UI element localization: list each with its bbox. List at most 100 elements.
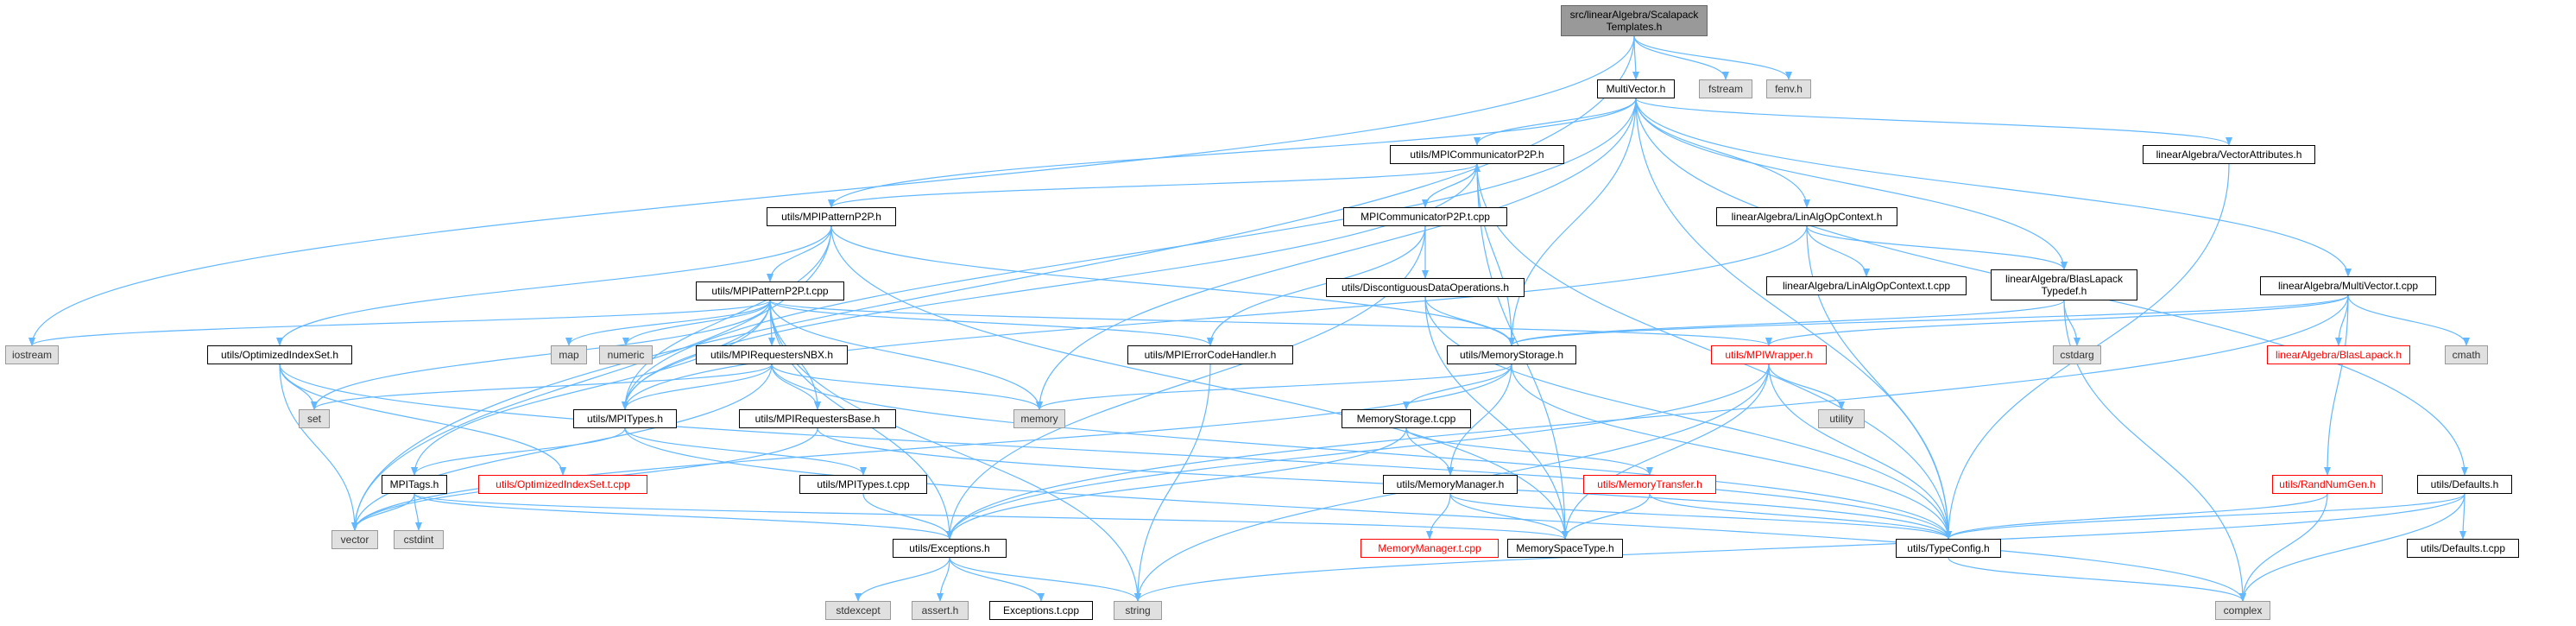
edge-multivector-to-commp2p	[1474, 98, 1637, 146]
node-mpi-pattern-p2p[interactable]: utils/MPIPatternP2P.h	[767, 207, 896, 226]
node-mpi-communicator-p2p[interactable]: utils/MPICommunicatorP2P.h	[1390, 145, 1564, 164]
edge-memstoraget-to-exceptions	[946, 427, 1407, 540]
edge-commp2p-to-memstorage	[1476, 163, 1515, 346]
edge-mvt-to-mpiwrapper	[1765, 294, 2349, 346]
edge-commp2pt-to-commp2p	[1424, 163, 1481, 208]
edge-memstorage-to-vector	[351, 364, 1512, 531]
edge-memstorage-to-typeconfig	[1511, 364, 1952, 540]
edge-patternp2pt-to-set	[311, 300, 771, 410]
edge-discont-to-memstorage	[1424, 296, 1515, 346]
node-stdexcept: stdexcept	[825, 601, 891, 620]
edge-reqnbx-to-set	[311, 364, 773, 410]
edge-root-to-fstream	[1633, 35, 1729, 80]
node-fstream: fstream	[1699, 79, 1752, 98]
edge-multivector-to-mpitypes	[622, 98, 1637, 410]
node-vector-attributes[interactable]: linearAlgebra/VectorAttributes.h	[2143, 145, 2315, 164]
edge-mvt-to-exceptions	[946, 294, 2349, 540]
edge-exceptions-to-asserth	[937, 557, 950, 602]
node-rand-num-gen[interactable]: utils/RandNumGen.h	[2272, 475, 2383, 494]
node-blaslapack[interactable]: linearAlgebra/BlasLapack.h	[2267, 345, 2410, 364]
edge-memstorage-to-memory	[1036, 364, 1512, 410]
node-mpi-types-t-cpp[interactable]: utils/MPITypes.t.cpp	[799, 475, 927, 494]
node-vector: vector	[331, 530, 378, 549]
node-cmath: cmath	[2445, 345, 2488, 364]
node-linalg-op-context-t-cpp[interactable]: linearAlgebra/LinAlgOpContext.t.cpp	[1766, 276, 1967, 295]
node-memory-manager[interactable]: utils/MemoryManager.h	[1383, 475, 1518, 494]
node-memory-transfer[interactable]: utils/MemoryTransfer.h	[1583, 475, 1716, 494]
node-type-config[interactable]: utils/TypeConfig.h	[1896, 539, 2001, 558]
node-mpi-requesters-nbx[interactable]: utils/MPIRequestersNBX.h	[696, 345, 848, 364]
edge-multivector-to-vecattr	[1635, 98, 2232, 146]
edge-reqnbx-to-memory	[771, 364, 1043, 410]
node-defaults[interactable]: utils/Defaults.h	[2417, 475, 2512, 494]
edge-memmanager-to-typeconfig	[1449, 493, 1952, 540]
node-memory-storage[interactable]: utils/MemoryStorage.h	[1447, 345, 1576, 364]
node-multivector[interactable]: MultiVector.h	[1597, 79, 1675, 98]
node-fenv: fenv.h	[1766, 79, 1811, 98]
node-mpi-pattern-p2p-t-cpp[interactable]: utils/MPIPatternP2P.t.cpp	[696, 281, 844, 300]
edge-root-to-vector	[351, 35, 1635, 531]
edge-mpitypes-to-mpitypest	[624, 427, 867, 476]
edge-linalgctx-to-blastypedef	[1806, 225, 2068, 270]
edge-mvt-to-randnum	[2324, 294, 2349, 476]
edge-memmanager-to-memmanagert	[1426, 493, 1451, 540]
node-exceptions-t-cpp[interactable]: Exceptions.t.cpp	[989, 601, 1093, 620]
node-cstdarg: cstdarg	[2053, 345, 2101, 364]
edge-mpiwrapper-to-memspacetype	[1562, 364, 1770, 540]
node-root-scalapack-templates[interactable]: src/linearAlgebra/Scalapack Templates.h	[1561, 5, 1708, 36]
node-optimized-index-set[interactable]: utils/OptimizedIndexSet.h	[207, 345, 352, 364]
edge-mpitypes-to-mpitags	[411, 427, 626, 476]
node-memory: memory	[1013, 409, 1065, 428]
edge-mpitypes-to-complex	[624, 427, 2246, 602]
edge-multivector-to-blastypedef	[1635, 98, 2068, 270]
edge-optidx-to-set	[279, 364, 318, 410]
node-discontiguous-data-operations[interactable]: utils/DiscontiguousDataOperations.h	[1326, 278, 1525, 297]
edge-root-to-multivector	[1632, 35, 1639, 80]
node-utility: utility	[1818, 409, 1865, 428]
edge-memstorage-to-memmanager	[1447, 364, 1512, 476]
node-mpi-communicator-p2p-t-cpp[interactable]: MPICommunicatorP2P.t.cpp	[1343, 207, 1507, 226]
node-defaults-t-cpp[interactable]: utils/Defaults.t.cpp	[2407, 539, 2519, 558]
edge-patternp2pt-to-errhandler	[769, 300, 1214, 346]
edge-memtransfer-to-typeconfig	[1649, 493, 1952, 540]
edge-multivector-to-typeconfig	[1635, 98, 1952, 540]
edge-discont-to-memspacetype	[1424, 296, 1569, 540]
node-map: map	[551, 345, 587, 364]
node-mpi-error-code-handler[interactable]: utils/MPIErrorCodeHandler.h	[1127, 345, 1293, 364]
node-linalg-op-context[interactable]: linearAlgebra/LinAlgOpContext.h	[1716, 207, 1897, 226]
edge-commp2pt-to-errhandler	[1207, 225, 1426, 346]
edge-discont-to-typeconfig	[1424, 296, 1952, 540]
node-mpi-requesters-base[interactable]: utils/MPIRequestersBase.h	[739, 409, 896, 428]
node-cstdint: cstdint	[394, 530, 444, 549]
edge-patternp2pt-to-iostream	[28, 300, 771, 346]
node-optimized-index-set-t-cpp[interactable]: utils/OptimizedIndexSet.t.cpp	[478, 475, 647, 494]
edge-linalgctx-to-linalgctxt	[1806, 225, 1870, 277]
node-exceptions[interactable]: utils/Exceptions.h	[893, 539, 1007, 558]
node-memory-space-type[interactable]: MemorySpaceType.h	[1507, 539, 1623, 558]
node-memory-manager-t-cpp[interactable]: MemoryManager.t.cpp	[1361, 539, 1499, 558]
edge-patternp2p-to-patternp2pt	[767, 225, 832, 282]
edge-multivector-to-memory	[1036, 98, 1637, 410]
node-mpi-wrapper[interactable]: utils/MPIWrapper.h	[1711, 345, 1827, 364]
edge-linalgctx-to-typeconfig	[1806, 225, 1952, 540]
node-mpi-tags[interactable]: MPITags.h	[382, 475, 447, 494]
node-blaslapack-typedef[interactable]: linearAlgebra/BlasLapack Typedef.h	[1991, 269, 2137, 300]
node-iostream: iostream	[5, 345, 59, 364]
edge-mpitags-to-cstdint	[414, 493, 422, 531]
edge-exceptions-to-string	[949, 557, 1141, 602]
edge-mpitags-to-memspacetype	[414, 493, 1569, 540]
node-multivector-t-cpp[interactable]: linearAlgebra/MultiVector.t.cpp	[2260, 276, 2436, 295]
edge-patternp2pt-to-mpiwrapper	[769, 300, 1772, 346]
node-set: set	[299, 409, 330, 428]
edge-optidx-to-optidxt	[279, 364, 566, 476]
node-string: string	[1114, 601, 1162, 620]
node-mpi-types[interactable]: utils/MPITypes.h	[573, 409, 677, 428]
edge-root-to-fenv	[1633, 35, 1792, 80]
node-memory-storage-t-cpp[interactable]: MemoryStorage.t.cpp	[1342, 409, 1471, 428]
edge-defaults-to-defaultst	[2459, 493, 2467, 540]
edge-mpiwrapper-to-utility	[1768, 364, 1845, 410]
edge-mpiwrapper-to-exceptions	[946, 364, 1770, 540]
edge-memtransfer-to-memspacetype	[1562, 493, 1651, 540]
